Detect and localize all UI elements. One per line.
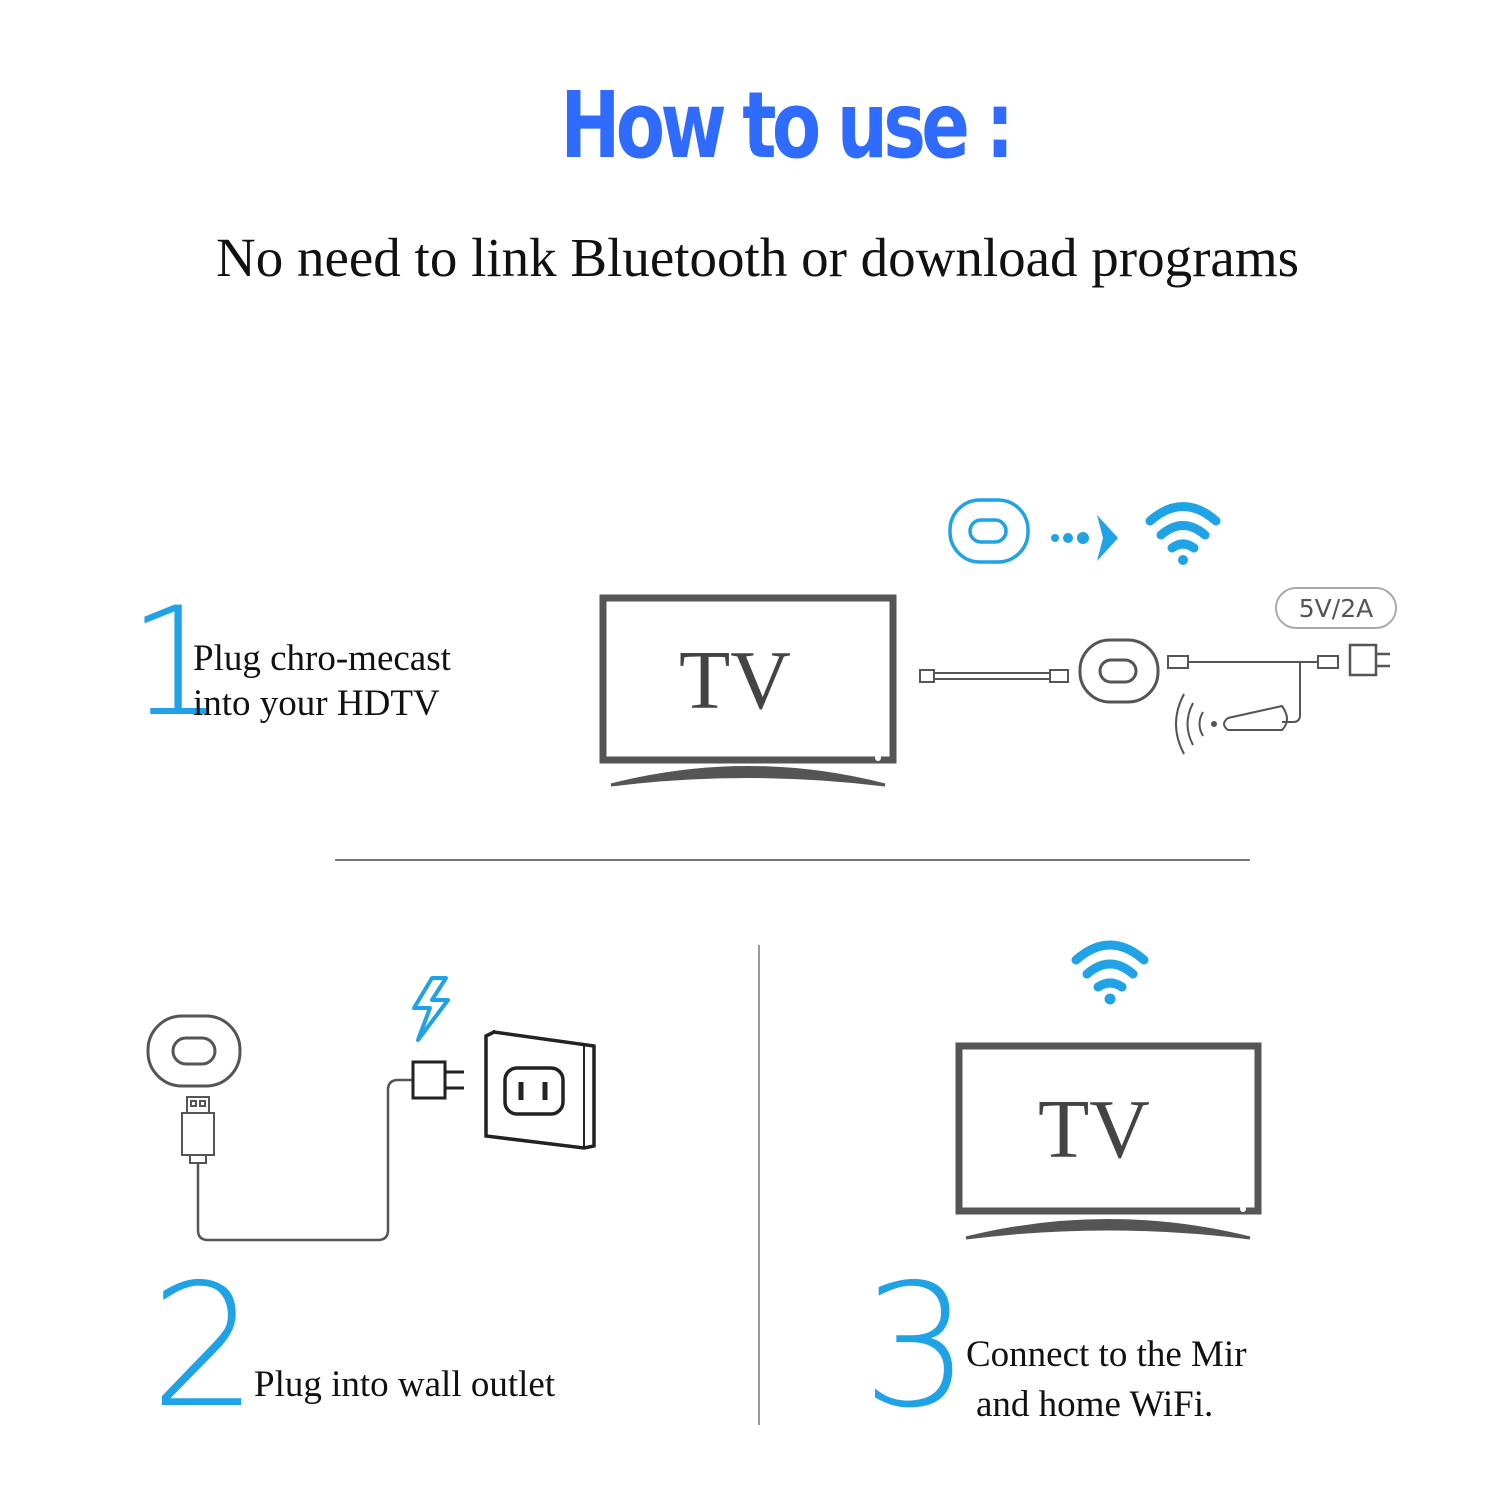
step-2-text: Plug into wall outlet [254, 1362, 555, 1407]
step-3-line-2: and home WiFi. [976, 1384, 1214, 1425]
tv-icon: TV [599, 594, 897, 787]
step-1-line-1: Plug chro-mecast [193, 638, 451, 679]
wall-outlet-icon [484, 1030, 596, 1150]
power-adapter-icon [411, 1060, 464, 1100]
page-title: How to use : [560, 72, 1014, 179]
dongle-icon [146, 1014, 242, 1088]
step-1-line-2: into your HDTV [193, 683, 440, 724]
power-badge-label: 5V/2A [1299, 594, 1373, 623]
page-subtitle: No need to link Bluetooth or download pr… [216, 227, 1300, 288]
step-2-line-1: Plug into wall outlet [254, 1364, 556, 1405]
step-3-line-1: Connect to the Mir [966, 1334, 1247, 1375]
step-3-text: Connect to the Mir and home WiFi. [966, 1330, 1247, 1430]
tv-icon: TV [955, 1042, 1262, 1240]
tv-label: TV [679, 634, 791, 727]
cast-arrow-icon [1051, 515, 1118, 561]
dongle-icon [1078, 638, 1160, 704]
usb-plug-icon [181, 1096, 215, 1164]
usb-power-cable [1167, 643, 1390, 723]
wifi-icon [1145, 502, 1221, 565]
hdmi-cable [919, 669, 1069, 683]
dongle-icon [948, 498, 1030, 564]
power-badge: 5V/2A [1275, 587, 1397, 629]
step-1-text: Plug chro-mecast into your HDTV [193, 636, 451, 726]
wifi-icon [1071, 940, 1149, 1005]
step-1-number: 1 [128, 576, 224, 750]
lightning-icon [412, 976, 450, 1042]
step-3-number: 3 [862, 1248, 971, 1446]
wifi-antenna-icon [1175, 693, 1288, 755]
tv-label: TV [1038, 1083, 1150, 1176]
step-2-number: 2 [150, 1248, 259, 1446]
power-cable [196, 1078, 412, 1242]
